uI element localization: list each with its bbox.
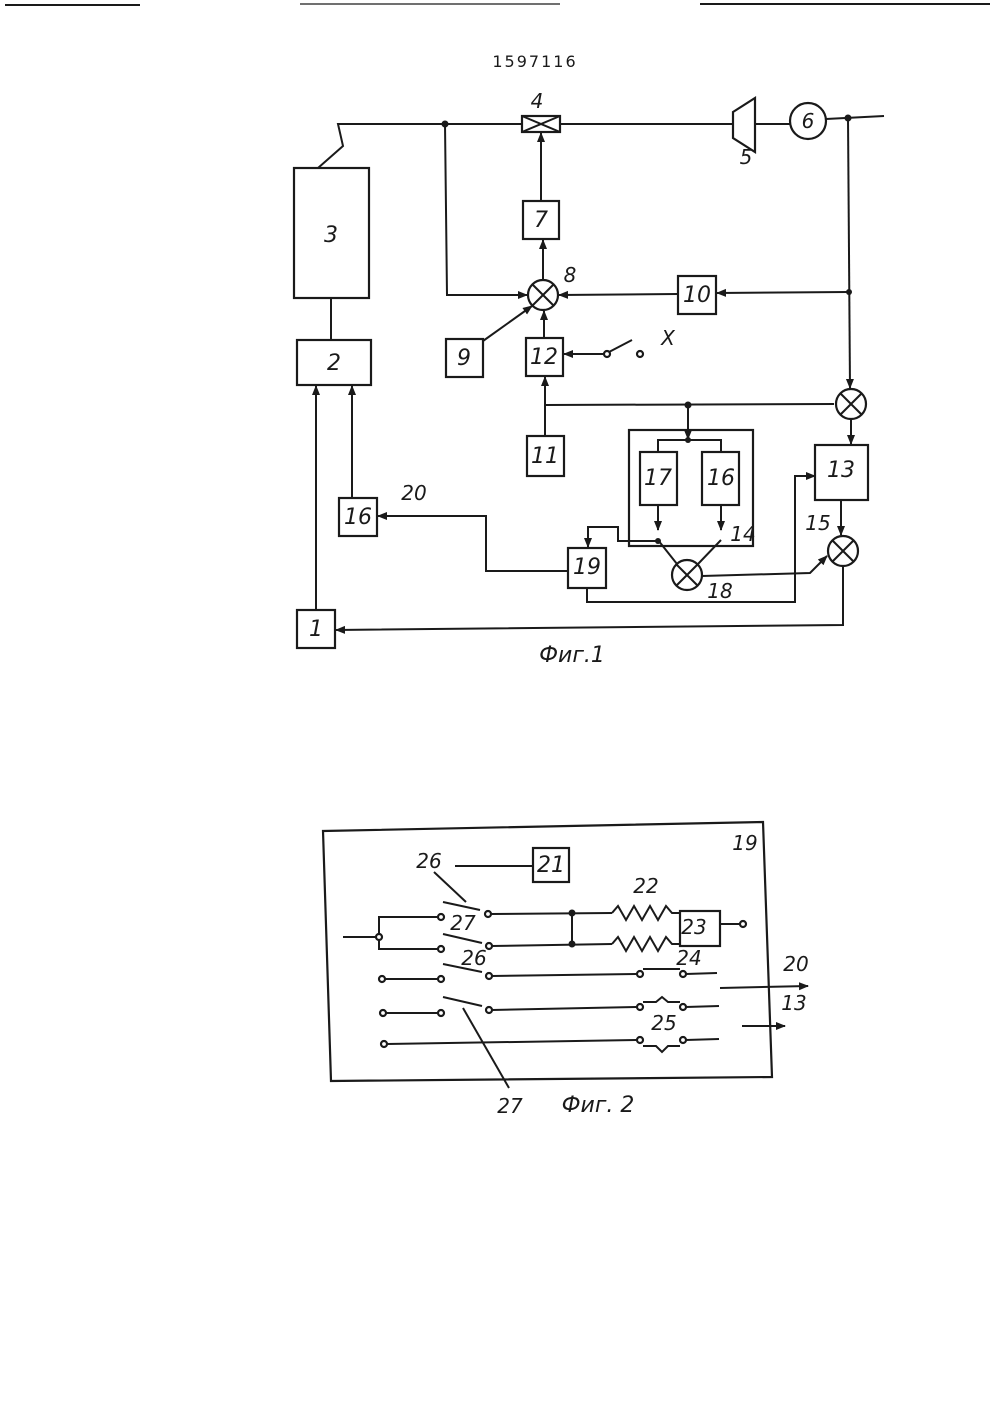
figure-2: 19 21 (323, 822, 809, 1118)
label-4: 4 (531, 89, 544, 113)
wire-node-to-8 (445, 124, 527, 295)
junction-fig2-upper (569, 910, 576, 917)
block-16-left: 16 (339, 498, 377, 536)
fig2-label-25: 25 (651, 1011, 676, 1035)
block-13-label: 13 (827, 458, 855, 483)
block-7-label: 7 (534, 208, 548, 233)
element-6-generator: 6 (790, 103, 826, 139)
block-19-label: 19 (573, 555, 601, 580)
page-top-rule (5, 4, 990, 5)
wire-in-upper (379, 917, 438, 934)
fig2-input-terminal (376, 934, 382, 940)
wire-6-to-output (826, 116, 884, 119)
label-6: 6 (802, 109, 815, 133)
summator-right-top (836, 389, 866, 419)
fig2-label-19: 19 (732, 831, 757, 855)
switch-x (564, 340, 643, 357)
wire-generator-to-node (318, 124, 445, 168)
block-16-inner: 16 (702, 452, 739, 505)
summator-15 (828, 536, 858, 566)
block-10: 10 (678, 276, 716, 314)
block-2-label: 2 (327, 351, 341, 376)
block-13: 13 (815, 445, 868, 500)
wire-18-to-15 (702, 556, 827, 576)
fig2-output-13: 13 (781, 991, 806, 1015)
leader-26-top (434, 872, 466, 902)
block-17: 17 (640, 452, 677, 505)
element-5-turbine (733, 98, 755, 152)
wire-19-to-16-left (378, 516, 568, 571)
block-11: 11 (527, 436, 564, 476)
block-19: 19 (568, 548, 606, 588)
output-arrow-20 (720, 986, 808, 988)
switch-row-5 (381, 1037, 719, 1052)
fig2-caption: Фиг. 2 (562, 1093, 635, 1118)
label-18: 18 (707, 579, 732, 603)
label-15: 15 (805, 511, 830, 535)
fig2-label-26-mid: 26 (461, 946, 486, 970)
wire-in-lower (379, 940, 438, 949)
leader-27-bottom (463, 1008, 509, 1088)
summator-18 (672, 560, 702, 590)
block-17-label: 17 (644, 466, 672, 491)
block-16-left-label: 16 (344, 505, 372, 530)
fig2-label-26-top: 26 (416, 849, 441, 873)
wire-10-to-8 (559, 294, 678, 295)
switch-row-3 (379, 964, 717, 982)
label-20: 20 (401, 481, 426, 505)
fig1-caption: Фиг.1 (539, 643, 605, 668)
block-12-label: 12 (530, 345, 558, 370)
label-8: 8 (564, 263, 577, 287)
block-21-label: 21 (537, 853, 565, 878)
resistor-23 (612, 937, 680, 951)
block-16-inner-label: 16 (707, 466, 735, 491)
patent-number: 1597116 (492, 52, 577, 71)
block-9-label: 9 (457, 346, 471, 371)
wire-right-bus (848, 118, 850, 388)
block-7: 7 (523, 201, 559, 239)
block-12: 12 (526, 338, 563, 376)
summator-8 (528, 280, 558, 310)
block-3-label: 3 (324, 223, 338, 248)
fig2-output-20: 20 (783, 952, 808, 976)
fig2-label-24: 24 (676, 946, 701, 970)
block-2: 2 (297, 340, 371, 385)
block-3: 3 (294, 168, 369, 298)
label-5: 5 (740, 145, 753, 169)
element-4-switch (522, 116, 560, 132)
block-1: 1 (297, 610, 335, 648)
fig2-label-23: 23 (681, 915, 706, 939)
fig2-label-22: 22 (633, 874, 658, 898)
figure-1: 3 2 1 16 4 (294, 89, 884, 668)
block-11-label: 11 (531, 444, 559, 469)
block-21: 21 (533, 848, 569, 882)
wire-bus-to-10 (717, 292, 849, 293)
wire-9-to-8 (483, 306, 532, 341)
terminal-23 (740, 921, 746, 927)
label-14: 14 (730, 522, 755, 546)
resistor-22 (612, 906, 680, 920)
junction-fig2-lower (569, 941, 576, 948)
block-1-label: 1 (309, 617, 323, 642)
fig2-label-27-top: 27 (450, 911, 476, 935)
block-9: 9 (446, 339, 483, 377)
label-x: X (660, 326, 676, 350)
fig2-label-27-bottom: 27 (497, 1094, 523, 1118)
block-10-label: 10 (683, 283, 711, 308)
